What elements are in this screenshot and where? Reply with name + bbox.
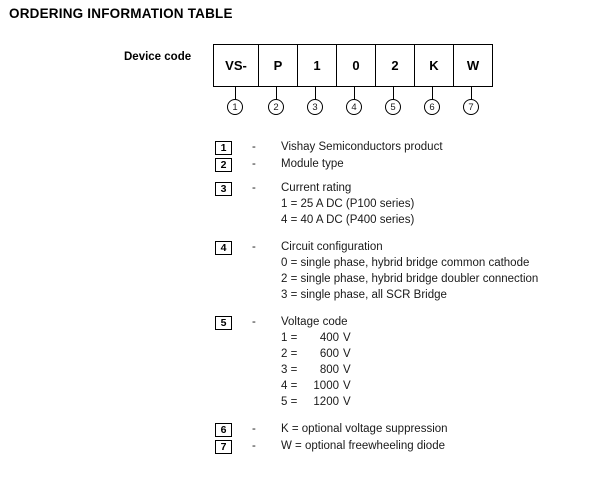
voltage-unit: V — [343, 396, 351, 408]
spacer — [0, 305, 613, 315]
page-title: ORDERING INFORMATION TABLE — [9, 6, 233, 21]
voltage-row: 2 = 600 V — [0, 348, 613, 364]
legend-row: 7 - W = optional freewheeling diode — [0, 439, 613, 456]
legend-label-1: Vishay Semiconductors product — [281, 141, 443, 153]
legend-number-box-2: 2 — [215, 158, 232, 172]
leader-line-icon — [315, 87, 316, 100]
device-code-cell-2: P — [258, 45, 297, 86]
leader-line-icon — [354, 87, 355, 100]
spacer — [0, 230, 613, 240]
legend-dash: - — [252, 141, 256, 153]
legend-subline: 0 = single phase, hybrid bridge common c… — [0, 257, 613, 273]
legend-row: 5 - Voltage code — [0, 315, 613, 332]
legend-number-box-4: 4 — [215, 241, 232, 255]
voltage-row: 3 = 800 V — [0, 364, 613, 380]
legend-dash: - — [252, 241, 256, 253]
legend-label-5: Voltage code — [281, 316, 348, 328]
legend-subline-text: 3 = single phase, all SCR Bridge — [281, 289, 447, 301]
legend-subline: 1 = 25 A DC (P100 series) — [0, 198, 613, 214]
legend-dash: - — [252, 440, 256, 452]
device-code-cell-4: 0 — [336, 45, 375, 86]
voltage-unit: V — [343, 348, 351, 360]
leader-line-icon — [471, 87, 472, 100]
legend-row: 6 - K = optional voltage suppression — [0, 422, 613, 439]
legend-item-4: 4 - Circuit configuration 0 = single pha… — [0, 240, 613, 305]
voltage-unit: V — [343, 364, 351, 376]
device-code-cell-6: K — [414, 45, 453, 86]
voltage-row: 4 = 1000 V — [0, 380, 613, 396]
voltage-value: 600 — [319, 348, 339, 360]
legend-row: 4 - Circuit configuration — [0, 240, 613, 257]
legend-number-box-3: 3 — [215, 182, 232, 196]
device-code-cell-5: 2 — [375, 45, 414, 86]
legend-item-1: 1 - Vishay Semiconductors product — [0, 140, 613, 157]
legend-label-2: Module type — [281, 158, 344, 170]
legend-dash: - — [252, 182, 256, 194]
legend-subline-text: 4 = 40 A DC (P400 series) — [281, 214, 415, 226]
leader-line-icon — [393, 87, 394, 100]
voltage-row: 1 = 400 V — [0, 332, 613, 348]
legend-subline: 2 = single phase, hybrid bridge doubler … — [0, 273, 613, 289]
legend-subline-text: 1 = 25 A DC (P100 series) — [281, 198, 415, 210]
legend-number-box-1: 1 — [215, 141, 232, 155]
legend-dash: - — [252, 316, 256, 328]
voltage-value: 800 — [319, 364, 339, 376]
voltage-value: 1000 — [313, 380, 339, 392]
legend-dash: - — [252, 158, 256, 170]
device-code-table: VS- P 1 0 2 K W — [213, 44, 493, 87]
leader-line-icon — [432, 87, 433, 100]
legend-subline: 4 = 40 A DC (P400 series) — [0, 214, 613, 230]
circled-index-6: 6 — [424, 99, 440, 115]
circled-index-2: 2 — [268, 99, 284, 115]
voltage-unit: V — [343, 380, 351, 392]
legend-label-6: K = optional voltage suppression — [281, 423, 448, 435]
device-code-cell-7: W — [453, 45, 492, 86]
circled-index-4: 4 — [346, 99, 362, 115]
voltage-code: 1 = — [281, 332, 298, 344]
legend-item-7: 7 - W = optional freewheeling diode — [0, 439, 613, 456]
legend-dash: - — [252, 423, 256, 435]
leader-line-icon — [276, 87, 277, 100]
legend-subline-text: 0 = single phase, hybrid bridge common c… — [281, 257, 530, 269]
voltage-value: 400 — [319, 332, 339, 344]
voltage-code: 4 = — [281, 380, 298, 392]
voltage-row: 5 = 1200 V — [0, 396, 613, 412]
voltage-code: 2 = — [281, 348, 298, 360]
circled-index-3: 3 — [307, 99, 323, 115]
circled-index-1: 1 — [227, 99, 243, 115]
legend-number-box-6: 6 — [215, 423, 232, 437]
spacer — [0, 174, 613, 181]
device-code-label: Device code — [124, 51, 192, 63]
legend-item-3: 3 - Current rating 1 = 25 A DC (P100 ser… — [0, 181, 613, 230]
voltage-code: 5 = — [281, 396, 298, 408]
leader-line-icon — [235, 87, 236, 100]
legend-label-3: Current rating — [281, 182, 352, 194]
legend-list: 1 - Vishay Semiconductors product 2 - Mo… — [0, 140, 613, 456]
legend-row: 1 - Vishay Semiconductors product — [0, 140, 613, 157]
legend-item-5: 5 - Voltage code 1 = 400 V 2 = 600 V 3 =… — [0, 315, 613, 412]
legend-number-box-7: 7 — [215, 440, 232, 454]
legend-number-box-5: 5 — [215, 316, 232, 330]
circled-index-5: 5 — [385, 99, 401, 115]
device-code-cell-3: 1 — [297, 45, 336, 86]
voltage-unit: V — [343, 332, 351, 344]
legend-item-6: 6 - K = optional voltage suppression — [0, 422, 613, 439]
index-marker-row: 1 2 3 4 5 6 7 — [213, 87, 509, 122]
legend-subline-text: 2 = single phase, hybrid bridge doubler … — [281, 273, 539, 285]
legend-label-7: W = optional freewheeling diode — [281, 440, 445, 452]
spacer — [0, 412, 613, 422]
legend-label-4: Circuit configuration — [281, 241, 383, 253]
legend-row: 2 - Module type — [0, 157, 613, 174]
voltage-code: 3 = — [281, 364, 298, 376]
legend-item-2: 2 - Module type — [0, 157, 613, 174]
circled-index-7: 7 — [463, 99, 479, 115]
voltage-value: 1200 — [313, 396, 339, 408]
device-code-cell-1: VS- — [225, 58, 247, 73]
legend-row: 3 - Current rating — [0, 181, 613, 198]
legend-subline: 3 = single phase, all SCR Bridge — [0, 289, 613, 305]
